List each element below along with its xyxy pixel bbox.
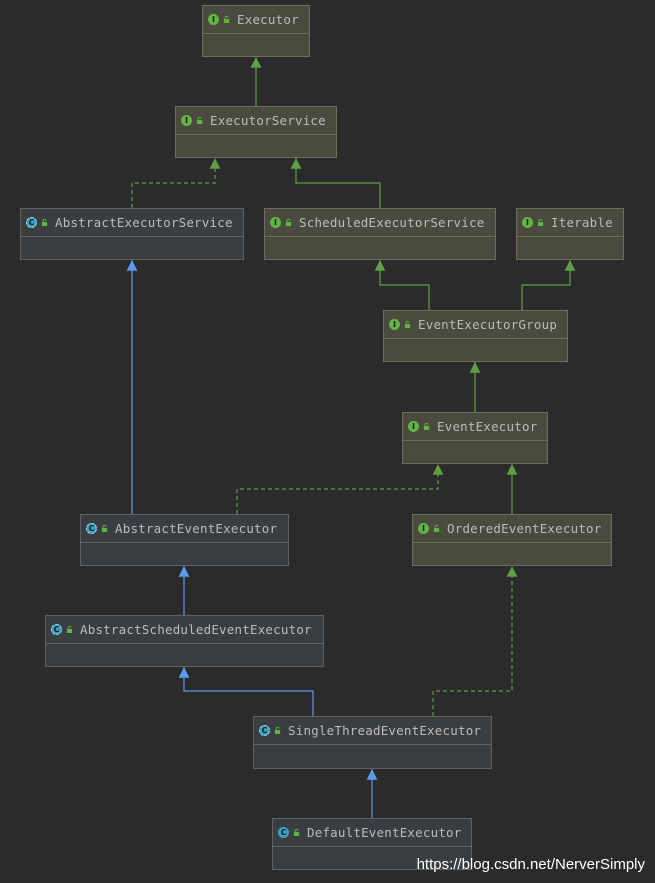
edge-event-executor-group-to-iterable bbox=[521, 260, 576, 310]
node-label: Executor bbox=[237, 12, 299, 27]
node-executor-service[interactable]: I ExecutorService bbox=[175, 106, 337, 158]
node-header: I EventExecutorGroup bbox=[384, 311, 567, 339]
lock-icon bbox=[293, 829, 300, 836]
abstract-class-icon: C bbox=[51, 624, 62, 635]
node-header: I ScheduledExecutorService bbox=[265, 209, 495, 237]
node-label: SingleThreadEventExecutor bbox=[288, 723, 482, 738]
abstract-class-icon: C bbox=[26, 217, 37, 228]
node-abstract-scheduled-event-executor[interactable]: C AbstractScheduledEventExecutor bbox=[45, 615, 324, 667]
node-label: ExecutorService bbox=[210, 113, 326, 128]
node-event-executor-group[interactable]: I EventExecutorGroup bbox=[383, 310, 568, 362]
edge-abstract-executor-service-to-executor-service bbox=[131, 158, 221, 208]
node-label: ScheduledExecutorService bbox=[299, 215, 485, 230]
node-header: I EventExecutor bbox=[403, 413, 547, 441]
node-label: AbstractExecutorService bbox=[55, 215, 233, 230]
lock-icon bbox=[101, 525, 108, 532]
node-header: I OrderedEventExecutor bbox=[413, 515, 611, 543]
node-header: I Executor bbox=[203, 6, 309, 34]
lock-icon bbox=[404, 321, 411, 328]
lock-icon bbox=[223, 16, 230, 23]
edge-scheduled-executor-service-to-executor-service bbox=[290, 158, 381, 208]
node-single-thread-event-executor[interactable]: C SingleThreadEventExecutor bbox=[253, 716, 492, 769]
interface-icon: I bbox=[181, 115, 192, 126]
node-label: AbstractScheduledEventExecutor bbox=[80, 622, 312, 637]
node-executor[interactable]: I Executor bbox=[202, 5, 310, 57]
interface-icon: I bbox=[418, 523, 429, 534]
node-header: C SingleThreadEventExecutor bbox=[254, 717, 491, 745]
abstract-class-icon: C bbox=[259, 725, 270, 736]
node-header: C AbstractExecutorService bbox=[21, 209, 243, 237]
node-ordered-event-executor[interactable]: I OrderedEventExecutor bbox=[412, 514, 612, 566]
node-label: EventExecutor bbox=[437, 419, 538, 434]
node-label: AbstractEventExecutor bbox=[115, 521, 278, 536]
class-icon: C bbox=[278, 827, 289, 838]
lock-icon bbox=[196, 117, 203, 124]
node-label: EventExecutorGroup bbox=[418, 317, 558, 332]
node-header: C DefaultEventExecutor bbox=[273, 819, 471, 847]
node-default-event-executor[interactable]: C DefaultEventExecutor bbox=[272, 818, 472, 870]
node-iterable[interactable]: I Iterable bbox=[516, 208, 624, 260]
interface-icon: I bbox=[270, 217, 281, 228]
node-event-executor[interactable]: I EventExecutor bbox=[402, 412, 548, 464]
node-scheduled-executor-service[interactable]: I ScheduledExecutorService bbox=[264, 208, 496, 260]
node-label: OrderedEventExecutor bbox=[447, 521, 602, 536]
edge-single-thread-event-executor-to-ordered-event-executor bbox=[432, 566, 518, 716]
edge-event-executor-group-to-scheduled-executor-service bbox=[374, 260, 430, 310]
node-label: DefaultEventExecutor bbox=[307, 825, 462, 840]
lock-icon bbox=[433, 525, 440, 532]
lock-icon bbox=[274, 727, 281, 734]
node-header: C AbstractEventExecutor bbox=[81, 515, 288, 543]
lock-icon bbox=[41, 219, 48, 226]
interface-icon: I bbox=[389, 319, 400, 330]
node-header: I ExecutorService bbox=[176, 107, 336, 135]
edge-single-thread-event-executor-to-abstract-scheduled-event-executor bbox=[178, 667, 314, 716]
abstract-class-icon: C bbox=[86, 523, 97, 534]
node-label: Iterable bbox=[551, 215, 613, 230]
node-abstract-event-executor[interactable]: C AbstractEventExecutor bbox=[80, 514, 289, 566]
lock-icon bbox=[66, 626, 73, 633]
lock-icon bbox=[537, 219, 544, 226]
node-header: C AbstractScheduledEventExecutor bbox=[46, 616, 323, 644]
interface-icon: I bbox=[522, 217, 533, 228]
node-header: I Iterable bbox=[517, 209, 623, 237]
interface-icon: I bbox=[208, 14, 219, 25]
lock-icon bbox=[285, 219, 292, 226]
node-abstract-executor-service[interactable]: C AbstractExecutorService bbox=[20, 208, 244, 260]
edge-abstract-event-executor-to-event-executor bbox=[236, 464, 444, 514]
interface-icon: I bbox=[408, 421, 419, 432]
watermark: https://blog.csdn.net/NerverSimply bbox=[416, 856, 645, 873]
lock-icon bbox=[423, 423, 430, 430]
